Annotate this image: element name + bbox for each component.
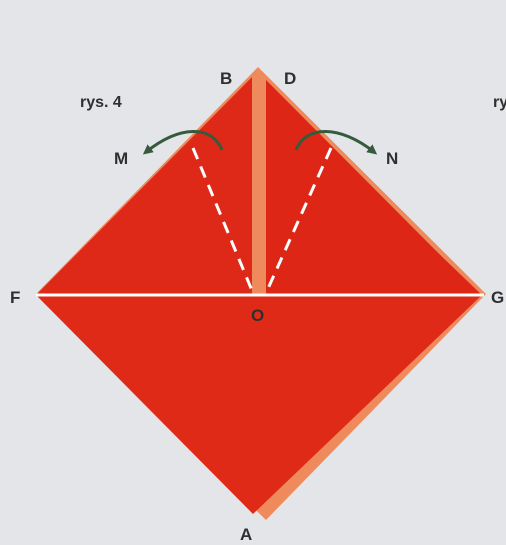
point-label-D: D (284, 69, 296, 88)
right-dashed-fold (264, 147, 333, 294)
clipped-caption: ry (493, 94, 506, 111)
left-dashed-fold (191, 147, 255, 294)
point-label-G: G (491, 288, 504, 307)
right-curved-arrow (294, 130, 378, 155)
left-curved-arrow (142, 130, 224, 155)
right-flap (266, 80, 480, 295)
center-fold-strip (252, 76, 266, 295)
figure-caption: rys. 4 (80, 94, 122, 111)
point-label-N: N (386, 149, 398, 168)
point-label-O: O (251, 306, 264, 325)
point-label-F: F (10, 288, 20, 307)
left-flap (38, 80, 252, 295)
point-label-M: M (114, 149, 128, 168)
point-label-A: A (240, 525, 252, 544)
point-label-B: B (220, 69, 232, 88)
